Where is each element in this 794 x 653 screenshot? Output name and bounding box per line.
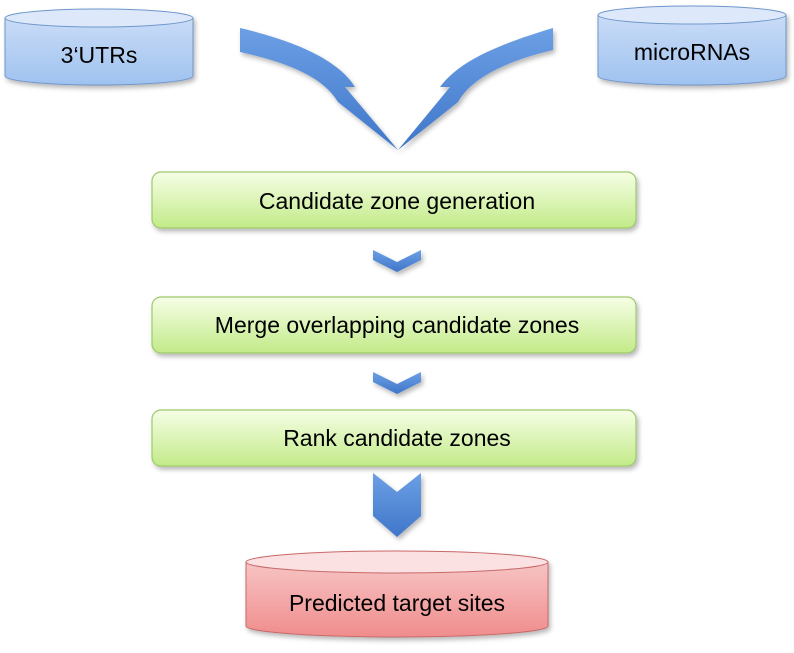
merge-arrow: [240, 28, 553, 150]
step-rank-candidate-zones: [151, 409, 637, 467]
step-label: Candidate zone generation: [259, 188, 535, 214]
step-merge-overlapping-candidate-zones: [151, 296, 637, 354]
step-label: Merge overlapping candidate zones: [215, 312, 579, 338]
utrs-database: [4, 8, 194, 86]
chevron-down-icon: [373, 473, 421, 537]
chevron-down-icon: [373, 250, 421, 272]
predicted-target-sites-database: [245, 550, 549, 638]
step-candidate-zone-generation: [151, 171, 637, 229]
utrs-label: 3‘UTRs: [61, 42, 138, 68]
micrornas-database: [597, 5, 787, 86]
micrornas-label: microRNAs: [634, 39, 750, 65]
output-label: Predicted target sites: [289, 590, 505, 616]
step-label: Rank candidate zones: [283, 425, 511, 451]
chevron-down-icon: [373, 372, 421, 394]
